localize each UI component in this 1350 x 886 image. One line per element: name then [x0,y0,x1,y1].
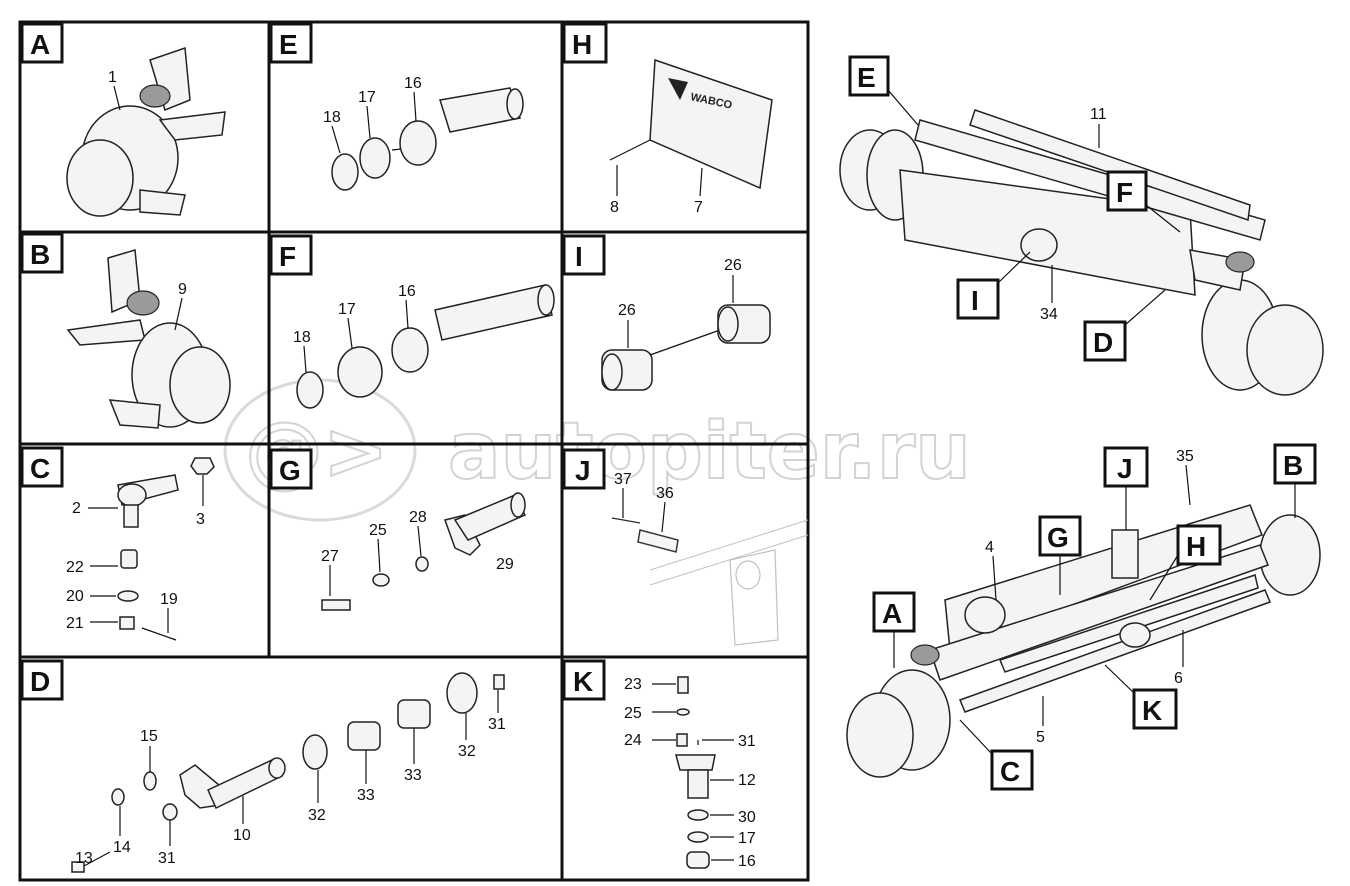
part-num: 12 [738,772,756,789]
callout-a: A [882,598,902,629]
panel-letter-j: J [575,455,591,486]
lever-stack-drawing [675,676,716,869]
bushing-set-drawing [296,284,555,409]
part-num: 16 [404,75,422,92]
part-num: 30 [738,809,756,826]
panel-c: C 2 3 22 20 21 19 [20,446,215,641]
part-num: 23 [624,676,642,693]
steering-knuckle-drawing [66,46,226,217]
part-num: 19 [160,591,178,608]
bushing-set-drawing [331,87,524,191]
part-num: 17 [738,830,756,847]
panel-b: B 9 [20,232,231,429]
part-num: 5 [1036,729,1045,746]
callout-b: B [1283,450,1303,481]
part-num: 16 [738,853,756,870]
name-plate-drawing: WABCO [609,58,773,190]
panel-f: F 18 17 16 [269,234,555,409]
watermark-text: autopiter.ru [448,407,971,497]
watermark-logo: @> [245,407,388,497]
panel-letter-k: K [573,666,593,697]
panel-i: I 26 26 [562,234,771,391]
callout-d: D [1093,327,1113,358]
callout-h: H [1186,531,1206,562]
callout-i: I [971,285,979,316]
callout-e: E [857,62,876,93]
panel-letter-c: C [30,453,50,484]
part-num: 1 [108,69,117,86]
part-num: 22 [66,559,84,576]
part-num: 34 [1040,306,1058,323]
panel-letter-a: A [30,29,50,60]
panel-a: A 1 [20,22,226,217]
part-num: 13 [75,850,93,867]
part-num: 32 [308,807,326,824]
part-num: 31 [738,733,756,750]
panel-letter-h: H [572,29,592,60]
front-axle-assembly-bottom: J B G H A K C 35 4 6 5 [846,443,1321,791]
panel-letter-b: B [30,239,50,270]
front-axle-assembly-top: E F I D 11 34 [839,55,1324,396]
part-num: 33 [404,767,422,784]
part-num: 21 [66,615,84,632]
part-num: 7 [694,199,703,216]
pin-bracket-drawing [321,492,527,611]
panel-letter-d: D [30,666,50,697]
part-num: 37 [614,471,632,488]
panel-e: E 18 17 16 [269,22,524,191]
part-num: 25 [369,522,387,539]
tie-rod-end-drawing [117,457,215,641]
callout-f: F [1116,177,1133,208]
part-num: 15 [140,728,158,745]
part-num: 28 [409,509,427,526]
part-num: 3 [196,511,205,528]
part-num: 26 [724,257,742,274]
part-num: 2 [72,500,81,517]
part-num: 35 [1176,448,1194,465]
panel-d: D 15 14 13 31 10 32 33 33 32 [20,659,506,873]
steering-knuckle-drawing [66,249,231,429]
part-num: 26 [618,302,636,319]
part-num: 31 [488,716,506,733]
part-num: 4 [985,539,994,556]
part-num: 17 [358,89,376,106]
part-num: 24 [624,732,642,749]
panel-letter-f: F [279,241,296,272]
part-num: 8 [610,199,619,216]
part-num: 20 [66,588,84,605]
part-num: 36 [656,485,674,502]
callout-j: J [1117,453,1133,484]
part-num: 32 [458,743,476,760]
kingpin-assembly-drawing [71,672,505,873]
part-num: 16 [398,283,416,300]
callout-g: G [1047,522,1069,553]
callout-c: C [1000,756,1020,787]
panel-g: G 27 25 28 29 [269,448,527,611]
part-num: 17 [338,301,356,318]
part-num: 9 [178,281,187,298]
callout-k: K [1142,695,1162,726]
part-num: 33 [357,787,375,804]
panel-letter-g: G [279,455,301,486]
part-num: 11 [1090,106,1107,123]
part-num: 18 [323,109,341,126]
panel-letter-i: I [575,241,583,272]
bushings-drawing [601,304,771,391]
panel-k: K 23 25 24 31 12 30 17 16 [562,659,756,870]
pin-sleeve-drawing [611,517,809,646]
part-num: 18 [293,329,311,346]
part-num: 29 [496,556,514,573]
part-num: 25 [624,705,642,722]
part-num: 31 [158,850,176,867]
panel-j: J 37 36 [562,448,809,646]
part-num: 27 [321,548,339,565]
part-num: 6 [1174,670,1183,687]
part-num: 10 [233,827,251,844]
panel-grid [18,20,810,882]
panel-h: H WABCO 8 7 [562,22,773,216]
panel-letter-e: E [279,29,298,60]
part-num: 14 [113,839,131,856]
